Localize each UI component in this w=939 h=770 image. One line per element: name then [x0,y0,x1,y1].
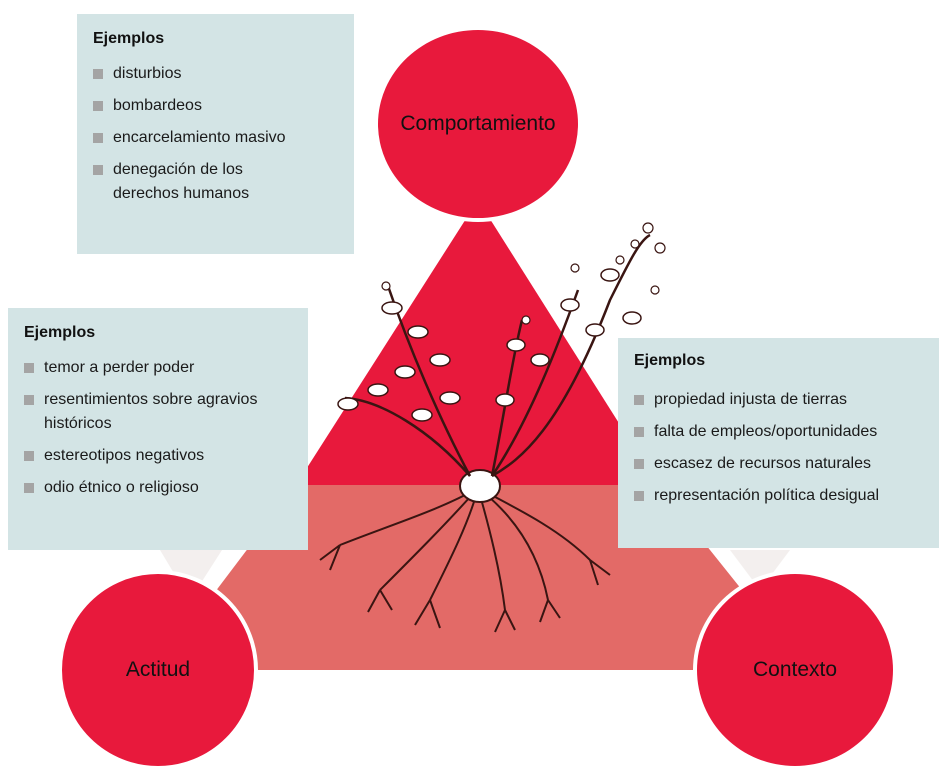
examples-box-context: Ejemplos propiedad injusta de tierras fa… [618,338,939,548]
examples-box-behavior: Ejemplos disturbios bombardeos encarcela… [77,14,354,254]
list-item: falta de empleos/oportunidades [634,420,925,444]
examples-list: disturbios bombardeos encarcelamiento ma… [93,62,338,206]
attitude-circle: Actitud [58,570,258,770]
list-item: estereotipos negativos [24,444,292,468]
list-item: bombardeos [93,94,338,118]
examples-list: temor a perder poder resentimientos sobr… [24,356,292,500]
list-item: escasez de recursos naturales [634,452,925,476]
triangle-speckle-right [730,550,790,590]
examples-heading: Ejemplos [634,352,706,369]
list-item: encarcelamiento masivo [93,126,338,150]
plant-roots-icon [319,487,611,633]
behavior-label: Comportamiento [400,112,556,135]
list-item: disturbios [93,62,338,86]
flower-icon [381,222,666,325]
list-item: representación política desigual [634,484,925,508]
context-label: Contexto [752,658,838,681]
examples-box-attitude: Ejemplos temor a perder poder resentimie… [8,308,308,550]
list-item: propiedad injusta de tierras [634,388,925,412]
behavior-circle: Comportamiento [374,26,582,222]
context-circle: Contexto [693,570,897,770]
list-item: temor a perder poder [24,356,292,380]
examples-list: propiedad injusta de tierras falta de em… [634,388,925,508]
examples-heading: Ejemplos [24,324,96,341]
plant-bulb [459,469,501,503]
list-item: denegación de los derechos humanos [93,158,313,206]
leaf-icon [337,268,642,422]
list-item: odio étnico o religioso [24,476,292,500]
triangle-upper [296,200,658,485]
examples-heading: Ejemplos [93,30,165,47]
list-item: resentimientos sobre agravios históricos [24,388,264,436]
attitude-label: Actitud [125,658,191,681]
